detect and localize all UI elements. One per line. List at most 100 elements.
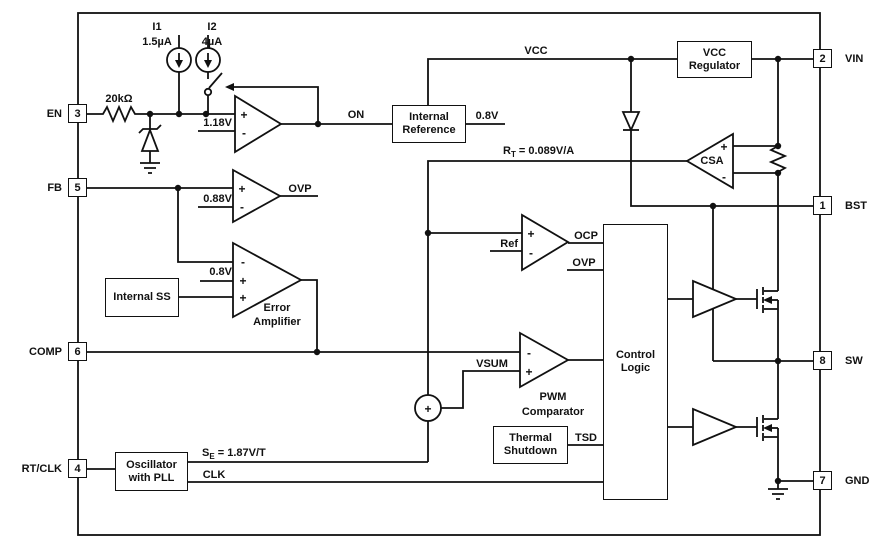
ea-threshold-label: 0.8V [209,266,232,278]
vsum-signal-label: VSUM [476,358,508,370]
en-comp-plus: + [240,108,247,122]
pin-gnd: 7 [813,471,832,490]
pin-gnd-label: GND [845,475,870,487]
enable-switch-icon [203,72,223,114]
en-input-network [87,35,319,174]
pin-en-number: 3 [74,107,81,120]
pin-bst-number: 1 [819,199,826,212]
pin-vin: 2 [813,49,832,68]
ovp-signal-label: OVP [572,257,596,269]
pin-vin-label: VIN [845,53,864,65]
pin-fb-label: FB [47,182,62,194]
csa-name-label: CSA [700,155,724,167]
ocp-signal-label: OCP [574,230,598,242]
summing-plus: + [424,402,431,416]
fb-ovp-out-label: OVP [288,183,312,195]
clk-signal-label: CLK [202,469,226,481]
thermal-shutdown-block: Thermal Shutdown [493,426,568,464]
pin-fb: 5 [68,178,87,197]
pin-sw-number: 8 [819,354,826,367]
internal-ss-block: Internal SS [105,278,179,317]
ref-output-label: 0.8V [475,110,499,122]
pwm-comparator [441,331,603,409]
en-comp-minus: - [242,126,246,140]
control-logic-line1: Control [615,349,656,361]
pin-sw: 8 [813,351,832,370]
pin-rtclk: 4 [68,459,87,478]
i2-name-label: I2 [207,21,217,33]
fb-threshold-label: 0.88V [203,193,232,205]
ea-plus2: + [239,291,246,305]
low-side-mosfet-icon [736,415,813,482]
tsd-signal-label: TSD [575,432,597,444]
pin-comp-number: 6 [74,345,81,358]
junction-dots [146,55,782,485]
csa-amplifier [427,132,778,395]
vcc-regulator-block: VCC Regulator [677,41,752,78]
en-zener-diode [138,114,162,163]
ground-icon [140,162,160,174]
ovp-comp-minus: - [240,200,244,214]
internal-ss-line1: Internal SS [113,291,171,303]
ic-outline [77,12,821,536]
csa-plus: + [720,140,727,154]
pin-bst: 1 [813,196,832,215]
pin-fb-number: 5 [74,181,81,194]
high-side-driver [668,206,739,361]
thermal-shutdown-line2: Shutdown [503,445,558,457]
switch-feedback-arrow [225,83,319,124]
thermal-shutdown-line1: Thermal [509,432,552,444]
bootstrap-diode-icon [621,59,813,207]
pin-bst-label: BST [845,200,867,212]
current-source-i2-icon [195,35,221,79]
error-amplifier [177,188,318,352]
ea-minus: - [241,255,245,269]
i1-name-label: I1 [152,21,162,33]
current-source-i1-icon [166,35,192,114]
oscillator-block: Oscillator with PLL [115,452,188,491]
oscillator-wires [87,461,603,483]
csa-gain-label: RT = 0.089V/A [503,144,575,160]
high-side-mosfet-icon [736,287,779,361]
control-logic-line2: Logic [620,362,651,374]
internal-reference-line2: Reference [402,124,456,136]
vcc-rail-wires [427,58,813,125]
ea-plus1: + [239,274,246,288]
ocp-minus: - [529,246,533,260]
en-resistor-label: 20kΩ [105,93,133,105]
csa-minus: - [722,170,726,184]
ea-name-line2-label: Amplifier [253,316,301,328]
oscillator-line1: Oscillator [126,458,177,471]
slope-label: SE = 1.87V/T [202,446,266,462]
pin-gnd-number: 7 [819,474,826,487]
vcc-rail-label: VCC [524,45,548,57]
i1-value-label: 1.5µA [142,36,172,48]
pwm-line2-label: Comparator [521,406,585,418]
pin-rtclk-label: RT/CLK [21,463,62,475]
control-logic-block: Control Logic [603,224,668,500]
vcc-regulator-line1: VCC [702,46,727,59]
ocp-comparator [428,213,603,272]
pin-en: 3 [68,104,87,123]
vcc-regulator-line2: Regulator [688,59,741,72]
ocp-plus: + [527,227,534,241]
on-signal-label: ON [347,109,365,121]
pin-sw-label: SW [845,355,863,367]
pin-vin-number: 2 [819,52,826,65]
ovp-comp-plus: + [238,182,245,196]
amplifier-signs: + - + - - + + + - - + + - + [238,108,727,416]
pin-en-label: EN [46,108,62,120]
en-threshold-label: 1.18V [203,117,232,129]
pin-comp-label: COMP [29,346,62,358]
pwm-minus: - [527,346,531,360]
ea-name-line1-label: Error [263,302,291,314]
internal-reference-block: Internal Reference [392,105,466,143]
sw-wires [713,360,813,419]
i2-value-label: 4µA [201,36,223,48]
internal-reference-line1: Internal [409,111,449,123]
fb-ovp-comparator [87,168,318,224]
en-comparator [198,94,392,154]
pin-rtclk-number: 4 [74,462,81,475]
